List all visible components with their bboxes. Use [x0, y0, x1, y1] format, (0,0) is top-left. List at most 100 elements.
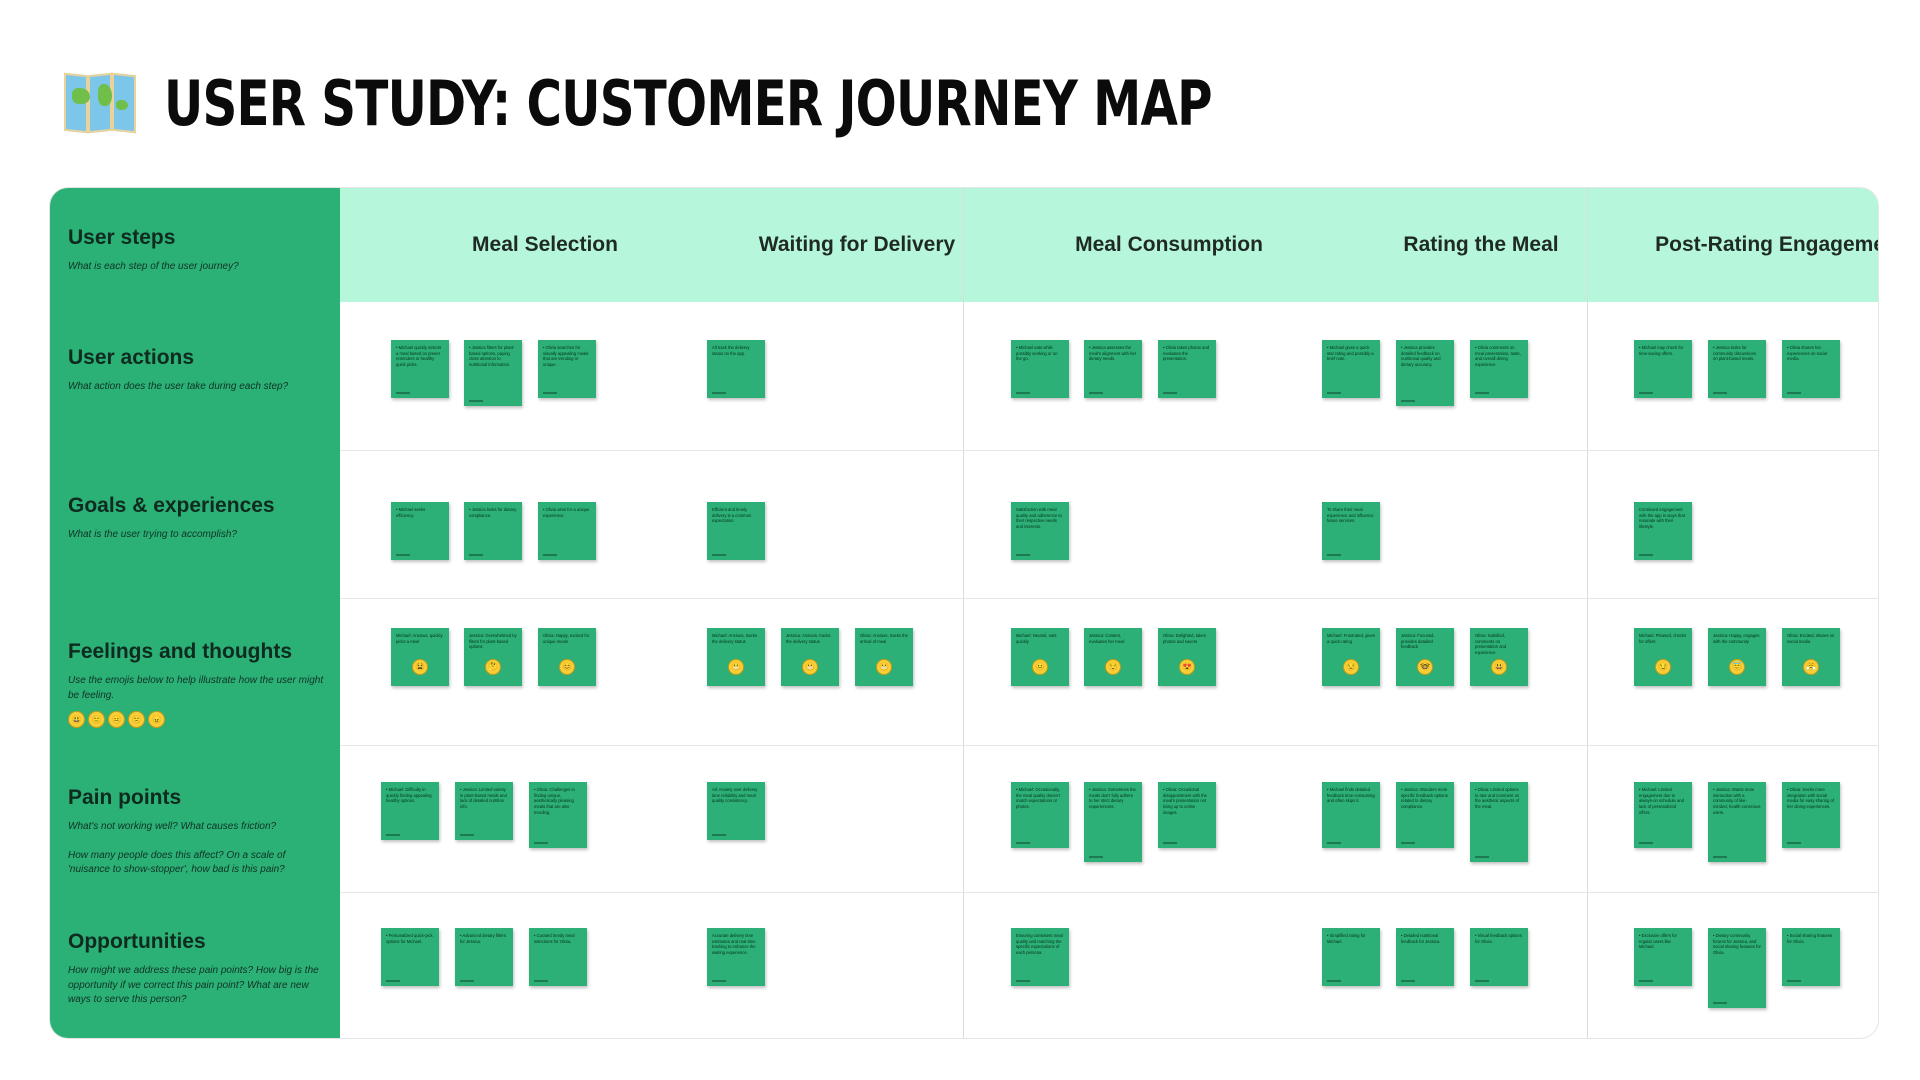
sticky-note[interactable]: • Jessica: Wants more interaction with a… — [1708, 782, 1766, 862]
row-title: Opportunities — [68, 930, 206, 953]
row-divider — [340, 450, 1878, 451]
sticky-note[interactable]: Jessica: Anxious, tracks the delivery st… — [781, 628, 839, 686]
note-text: Michael: Pleased, checks for offers — [1639, 633, 1687, 644]
sticky-note[interactable]: • Michael: Occasionally, the meal qualit… — [1011, 782, 1069, 848]
page-title: USER STUDY: CUSTOMER JOURNEY MAP — [164, 66, 1213, 140]
row-label-feelings: Feelings and thoughts Use the emojis bel… — [68, 640, 328, 728]
row-label-user-actions: User actions What action does the user t… — [68, 346, 328, 395]
sticky-note[interactable]: • Social sharing features for Olivia. — [1782, 928, 1840, 986]
sticky-note[interactable]: Olivia: Satisfied, comments on presentat… — [1470, 628, 1528, 686]
sticky-note[interactable]: • Jessica: Limited variety in plant-base… — [455, 782, 513, 840]
sticky-note[interactable]: Olivia: Delighted, takes photos and savo… — [1158, 628, 1216, 686]
sticky-note[interactable]: • Olivia searches for visually appealing… — [538, 340, 596, 398]
sticky-note[interactable]: Olivia: Anxious, tracks the arrival of m… — [855, 628, 913, 686]
sticky-note[interactable]: To share their meal experience and influ… — [1322, 502, 1380, 560]
tired-face-icon: 😫 — [412, 659, 428, 676]
row-label-pain-points: Pain points What's not working well? Wha… — [68, 786, 328, 878]
sticky-note[interactable]: Michael: Anxious, quickly picks a meal 😫 — [391, 628, 449, 686]
sticky-note[interactable]: • Advanced dietary filters for Jessica. — [455, 928, 513, 986]
sticky-note[interactable]: • Michael seeks efficiency. — [391, 502, 449, 560]
note-text: • Michael may check for time-saving offe… — [1639, 345, 1684, 356]
sticky-note[interactable]: • Jessica looks for dietary compliance. — [464, 502, 522, 560]
sticky-note[interactable]: Michael: Pleased, checks for offers😏 — [1634, 628, 1692, 686]
note-text: • Olivia takes photos and evaluates the … — [1163, 345, 1210, 362]
sticky-note[interactable]: • Jessica: Wonders more specific feedbac… — [1396, 782, 1454, 848]
note-text: Michael: Anxious, quickly picks a meal — [396, 633, 443, 644]
note-text: Olivia: Anxious, tracks the arrival of m… — [860, 633, 908, 644]
sticky-note[interactable]: • Visual feedback options for Olivia. — [1470, 928, 1528, 986]
row-divider — [340, 598, 1878, 599]
sticky-note[interactable]: • Michael may check for time-saving offe… — [1634, 340, 1692, 398]
sticky-note[interactable]: Jessica: Content, evaluates her meal😌 — [1084, 628, 1142, 686]
row-label-opportunities: Opportunities How might we address these… — [68, 930, 328, 1008]
relieved-face-icon: 😌 — [1105, 659, 1121, 676]
note-text: • Jessica: Sometimes the meals don't ful… — [1089, 787, 1136, 810]
note-text: • Simplified rating for Michael. — [1327, 933, 1366, 944]
sticky-note[interactable]: • Jessica provides detailed feedback on … — [1396, 340, 1454, 406]
row-subtitle-secondary: How many people does this affect? On a s… — [68, 849, 286, 876]
unamused-face-icon: 😒 — [1343, 659, 1359, 676]
sticky-note[interactable]: All: Anxiety over delivery time reliabil… — [707, 782, 765, 840]
note-text: • Olivia: Occasional disappointment with… — [1163, 787, 1207, 815]
sticky-note[interactable]: • Olivia aims for a unique experience. — [538, 502, 596, 560]
sticky-note[interactable]: • Michael finds detailed feedback time-c… — [1322, 782, 1380, 848]
neutral-face-icon: 😐 — [1032, 659, 1048, 676]
sticky-note[interactable]: Jessica: Overwhelmed by filters for plan… — [464, 628, 522, 686]
angry-face-icon: 😠 — [148, 711, 165, 728]
note-text: Jessica: Happy, engages with the communi… — [1713, 633, 1760, 644]
sticky-note[interactable]: • Olivia: Occasional disappointment with… — [1158, 782, 1216, 848]
sticky-note[interactable]: • Curated trendy meal selections for Oli… — [529, 928, 587, 986]
sticky-note[interactable]: • Olivia shares her experiences on socia… — [1782, 340, 1840, 398]
sticky-note[interactable]: • Jessica filters for plant-based option… — [464, 340, 522, 406]
sticky-note[interactable]: Olivia: Excited, shares on social media😤 — [1782, 628, 1840, 686]
thinking-face-icon: 🤔 — [485, 659, 501, 676]
sticky-note[interactable]: • Exclusive offers for regular users lik… — [1634, 928, 1692, 986]
sticky-note[interactable]: Accurate delivery time estimates and rea… — [707, 928, 765, 986]
row-subtitle: Use the emojis below to help illustrate … — [68, 675, 324, 701]
sticky-note[interactable]: Efficient and timely delivery is a commo… — [707, 502, 765, 560]
note-text: • Jessica provides detailed feedback on … — [1401, 345, 1441, 368]
note-text: Satisfaction with meal quality and adher… — [1016, 507, 1062, 530]
column-divider — [963, 188, 964, 1038]
sticky-note[interactable]: • Jessica looks for community discussion… — [1708, 340, 1766, 398]
sticky-note[interactable]: Continued engagement with the app in way… — [1634, 502, 1692, 560]
note-text: • Jessica filters for plant-based option… — [469, 345, 515, 368]
sticky-note[interactable]: • Olivia: Seeks more integration with so… — [1782, 782, 1840, 848]
note-text: Michael: Anxious, tracks the delivery st… — [712, 633, 757, 644]
note-text: Accurate delivery time estimates and rea… — [712, 933, 756, 956]
sticky-note[interactable]: Ensuring consistent meal quality and mat… — [1011, 928, 1069, 986]
note-text: • Michael seeks efficiency. — [396, 507, 426, 518]
sticky-note[interactable]: • Jessica: Sometimes the meals don't ful… — [1084, 782, 1142, 862]
sticky-note[interactable]: Satisfaction with meal quality and adher… — [1011, 502, 1069, 560]
sticky-note[interactable]: • Olivia: Limited options to rate and co… — [1470, 782, 1528, 862]
sticky-note[interactable]: • Michael quickly selects a meal based o… — [391, 340, 449, 398]
sticky-note[interactable]: • Olivia: Challenges in finding unique, … — [529, 782, 587, 848]
column-divider — [1587, 188, 1588, 1038]
sticky-note[interactable]: • Simplified rating for Michael. — [1322, 928, 1380, 986]
sticky-note[interactable]: • Olivia comments on meal presentation, … — [1470, 340, 1528, 398]
sticky-note[interactable]: • Michael: Difficulty in quickly finding… — [381, 782, 439, 840]
sticky-note[interactable]: • Michael: Limited engagement due to alw… — [1634, 782, 1692, 848]
sticky-note[interactable]: • Michael gives a quick star rating and … — [1322, 340, 1380, 398]
sticky-note[interactable]: Jessica: Happy, engages with the communi… — [1708, 628, 1766, 686]
sticky-note[interactable]: • Michael eats while possibly working or… — [1011, 340, 1069, 398]
note-text: All: Anxiety over delivery time reliabil… — [712, 787, 758, 804]
grimacing-face-icon: 😬 — [802, 659, 818, 676]
row-divider — [340, 892, 1878, 893]
sticky-note[interactable]: • Olivia takes photos and evaluates the … — [1158, 340, 1216, 398]
sticky-note[interactable]: Michael: Frustrated, gives a quick ratin… — [1322, 628, 1380, 686]
note-text: Continued engagement with the app in way… — [1639, 507, 1685, 530]
sticky-note[interactable]: • Jessica assesses the meal's alignment … — [1084, 340, 1142, 398]
sticky-note[interactable]: • Dietary community forums for Jessica, … — [1708, 928, 1766, 1008]
sticky-note[interactable]: All track the delivery status on the app… — [707, 340, 765, 398]
sticky-note[interactable]: Jessica: Focused, provides detailed feed… — [1396, 628, 1454, 686]
sticky-note[interactable]: Michael: Neutral, eats quickly😐 — [1011, 628, 1069, 686]
sticky-note[interactable]: • Detailed nutritional feedback for Jess… — [1396, 928, 1454, 986]
row-subtitle: What's not working well? What causes fri… — [68, 821, 277, 832]
note-text: To share their meal experience and influ… — [1327, 507, 1374, 524]
note-text: • Olivia aims for a unique experience. — [543, 507, 590, 518]
note-text: • Advanced dietary filters for Jessica. — [460, 933, 506, 944]
sticky-note[interactable]: Olivia: Happy, excited for unique meals😊 — [538, 628, 596, 686]
sticky-note[interactable]: Michael: Anxious, tracks the delivery st… — [707, 628, 765, 686]
sticky-note[interactable]: • Personalized quick-pick options for Mi… — [381, 928, 439, 986]
